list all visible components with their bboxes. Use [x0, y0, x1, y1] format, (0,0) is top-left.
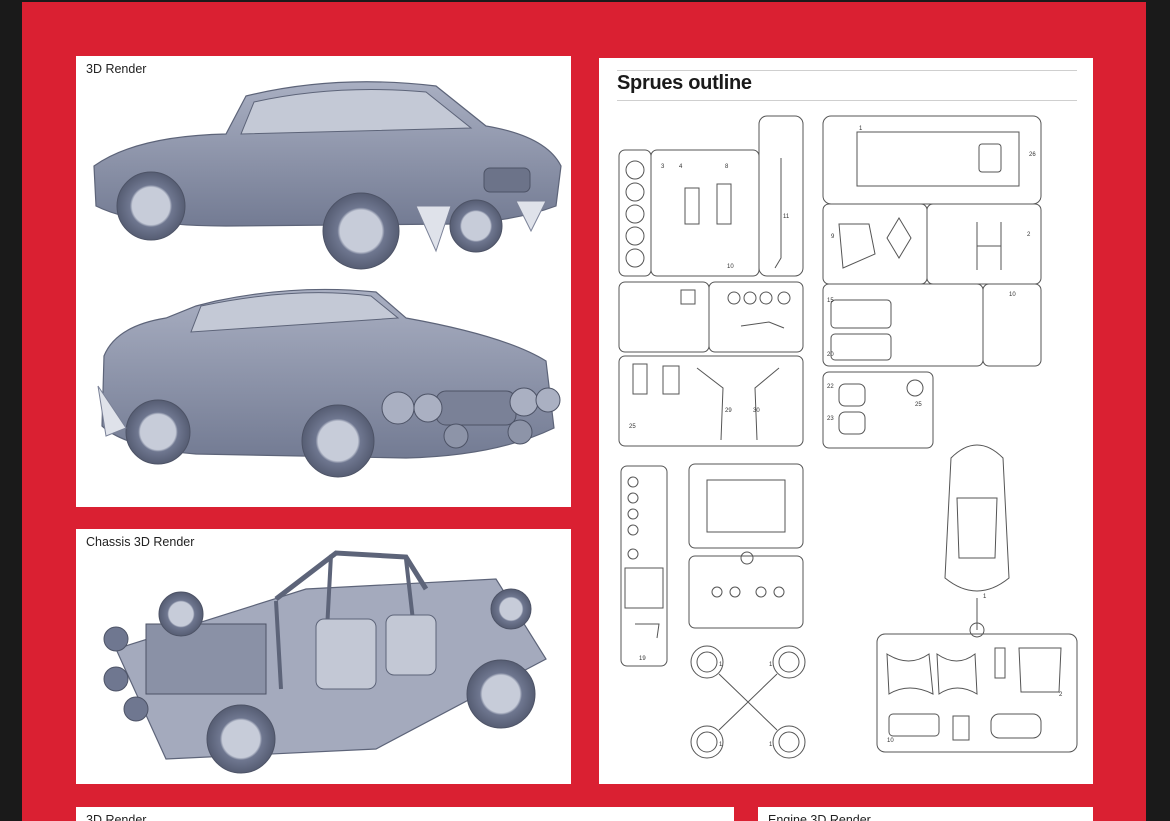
catalog-page: 3D Render	[22, 2, 1146, 821]
part-number: 9	[831, 234, 835, 240]
part-number: 30	[753, 408, 760, 414]
part-number: 29	[725, 408, 732, 414]
part-number: 25	[629, 424, 636, 430]
sprue-frame-c	[822, 115, 1042, 449]
part-number: 2	[1059, 692, 1063, 698]
part-number: 23	[827, 416, 834, 422]
part-number: 1	[769, 742, 773, 748]
sprue-frame-e	[688, 463, 804, 629]
render-caption: 3D Render	[86, 62, 147, 76]
sprue-frame-d	[620, 465, 668, 667]
part-number: 1	[859, 126, 863, 132]
part-number: 8	[725, 164, 729, 170]
part-number: 10	[1009, 292, 1016, 298]
wheels-sprue	[690, 645, 806, 759]
chassis-caption: Chassis 3D Render	[86, 535, 195, 549]
part-number: 1	[719, 742, 723, 748]
part-number: 22	[827, 384, 834, 390]
render-caption-bottom: 3D Render	[86, 813, 147, 821]
chassis-render-panel: Chassis 3D Render	[76, 529, 571, 784]
part-number: 1	[983, 594, 987, 600]
render-panel-bottom: 3D Render	[76, 807, 734, 821]
part-number: 20	[827, 352, 834, 358]
part-number: 15	[827, 298, 834, 304]
sprue-frame-b	[618, 355, 804, 447]
part-number: 19	[639, 656, 646, 662]
sprue-frame-a	[618, 115, 804, 277]
sprues-diagram: 3 4 8 11 10 1 26 2 9 15 20 10 25 29 30 2…	[618, 115, 1078, 759]
sprue-frame-a-lower	[618, 281, 804, 353]
part-number: 1	[769, 662, 773, 668]
part-number: 4	[679, 164, 683, 170]
car-front-view	[97, 288, 561, 478]
body-shell-sprue	[944, 444, 1010, 638]
sprues-panel: Sprues outline	[599, 58, 1093, 784]
part-number: 1	[719, 662, 723, 668]
car-render-illustration	[93, 81, 562, 478]
part-number: 10	[887, 738, 894, 744]
part-number: 11	[783, 214, 790, 220]
part-number: 25	[915, 402, 922, 408]
part-number: 2	[1027, 232, 1031, 238]
part-number: 26	[1029, 152, 1036, 158]
sprues-title: Sprues outline	[617, 72, 752, 94]
title-rule-top	[617, 70, 1077, 71]
chassis-illustration	[103, 550, 547, 774]
render-panel-top: 3D Render	[76, 56, 571, 507]
part-number: 3	[661, 164, 665, 170]
title-rule-bottom	[617, 100, 1077, 101]
part-number: 10	[727, 264, 734, 270]
engine-caption: Engine 3D Render	[768, 813, 871, 821]
engine-render-panel: Engine 3D Render	[758, 807, 1093, 821]
panels-sprue	[876, 633, 1078, 753]
car-rear-view	[93, 81, 562, 270]
